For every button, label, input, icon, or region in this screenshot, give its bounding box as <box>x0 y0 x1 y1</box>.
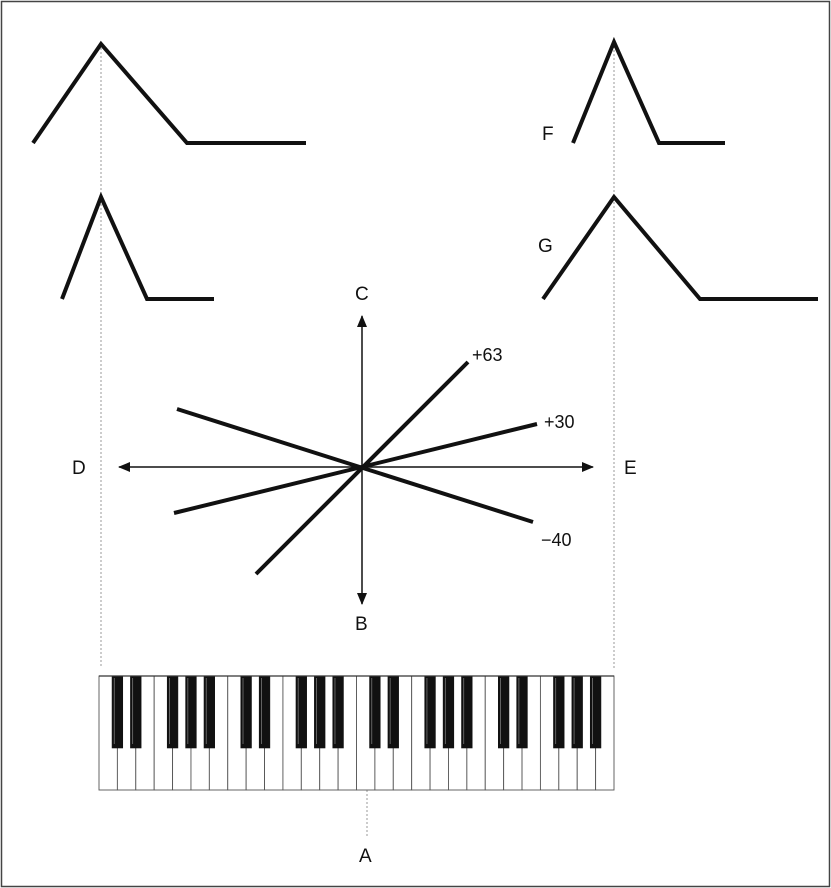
keyboard <box>98 675 615 791</box>
envelope-top-left <box>31 40 306 145</box>
label-g: G <box>538 236 553 257</box>
black-key <box>240 675 252 749</box>
black-key <box>553 675 565 749</box>
black-key <box>258 675 271 749</box>
label-e: E <box>624 458 637 479</box>
black-key <box>387 675 399 749</box>
black-key <box>369 675 381 749</box>
envelope-top-right <box>571 36 725 145</box>
envelope-mid-left <box>60 191 214 301</box>
label-c: C <box>355 284 369 305</box>
label-a: A <box>359 846 372 867</box>
black-key <box>442 675 455 749</box>
black-key <box>498 675 510 749</box>
label-b: B <box>355 614 368 635</box>
label-f: F <box>542 124 554 145</box>
black-key <box>295 675 307 749</box>
label-d: D <box>72 458 86 479</box>
line-plus-30 <box>173 422 538 515</box>
black-key <box>589 675 602 749</box>
line-minus-40 <box>176 407 534 524</box>
black-key <box>314 675 326 749</box>
black-key <box>130 675 142 749</box>
black-key <box>424 675 436 749</box>
black-key <box>461 675 473 749</box>
black-key <box>571 675 583 749</box>
black-key <box>185 675 197 749</box>
value-label-plus-63: +63 <box>472 345 503 365</box>
envelope-mid-right <box>541 193 818 301</box>
black-key <box>111 675 124 749</box>
black-key <box>516 675 528 749</box>
value-label-minus-40: −40 <box>541 530 572 550</box>
black-key <box>203 675 215 749</box>
black-key <box>166 675 179 749</box>
value-label-plus-30: +30 <box>544 412 575 432</box>
black-key <box>332 675 344 749</box>
